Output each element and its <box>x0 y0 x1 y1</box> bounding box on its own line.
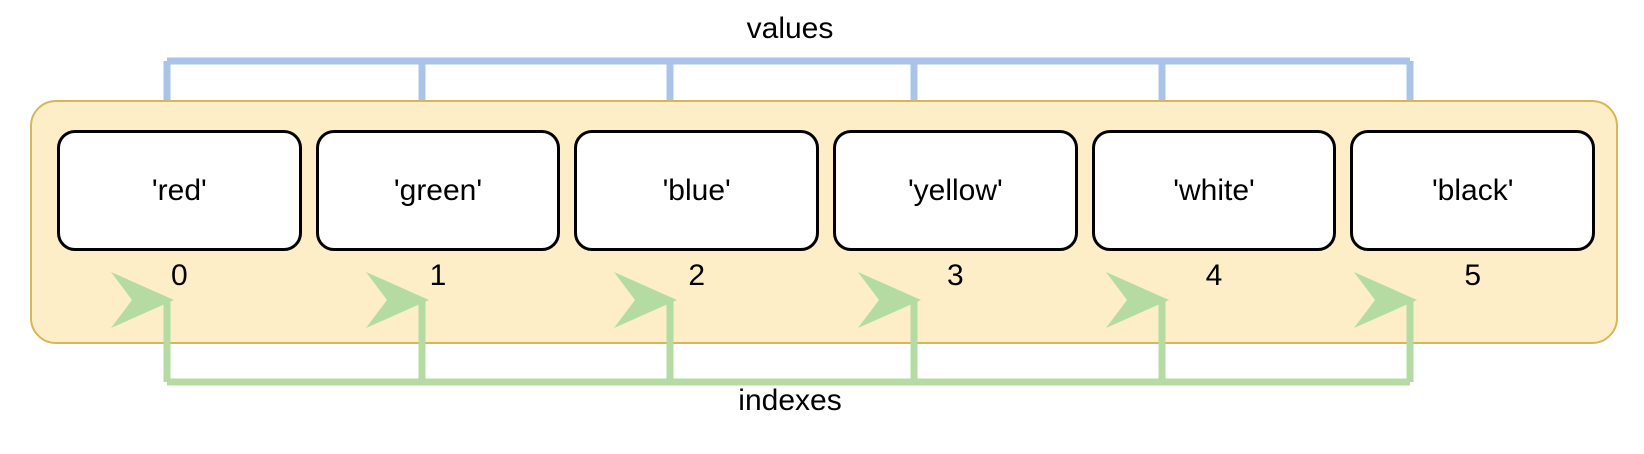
array-element-value: 'white' <box>1173 173 1255 207</box>
array-element-value: 'red' <box>151 173 207 207</box>
array-element-value: 'green' <box>393 173 483 207</box>
array-element-box[interactable]: 'blue' <box>574 130 820 251</box>
indexes-caption: indexes <box>738 384 842 417</box>
array-index-cell: 3 <box>833 256 1078 296</box>
array-index-cell: 1 <box>316 256 561 296</box>
array-element-value: 'yellow' <box>907 173 1003 207</box>
array-indexes-row: 0 1 2 3 4 5 <box>57 256 1595 296</box>
array-element-value: 'black' <box>1431 173 1514 207</box>
array-elements-row: 'red' 'green' 'blue' 'yellow' 'white' 'b… <box>57 130 1596 251</box>
array-index-cell: 0 <box>57 256 302 296</box>
values-caption: values <box>746 12 834 45</box>
array-index-label: 1 <box>429 259 447 292</box>
array-element-box[interactable]: 'yellow' <box>833 130 1078 251</box>
array-index-label: 3 <box>947 259 964 292</box>
array-index-cell: 5 <box>1350 256 1595 296</box>
array-index-label: 4 <box>1205 259 1223 292</box>
array-element-box[interactable]: 'black' <box>1350 130 1596 251</box>
array-element-value: 'blue' <box>662 173 731 207</box>
array-index-label: 5 <box>1464 259 1482 292</box>
array-element-box[interactable]: 'white' <box>1091 130 1337 251</box>
array-element-box[interactable]: 'red' <box>57 130 302 251</box>
array-element-box[interactable]: 'green' <box>315 130 561 251</box>
array-index-label: 0 <box>170 259 188 292</box>
array-index-cell: 4 <box>1092 256 1337 296</box>
array-index-cell: 2 <box>574 256 819 296</box>
array-index-label: 2 <box>688 259 706 292</box>
